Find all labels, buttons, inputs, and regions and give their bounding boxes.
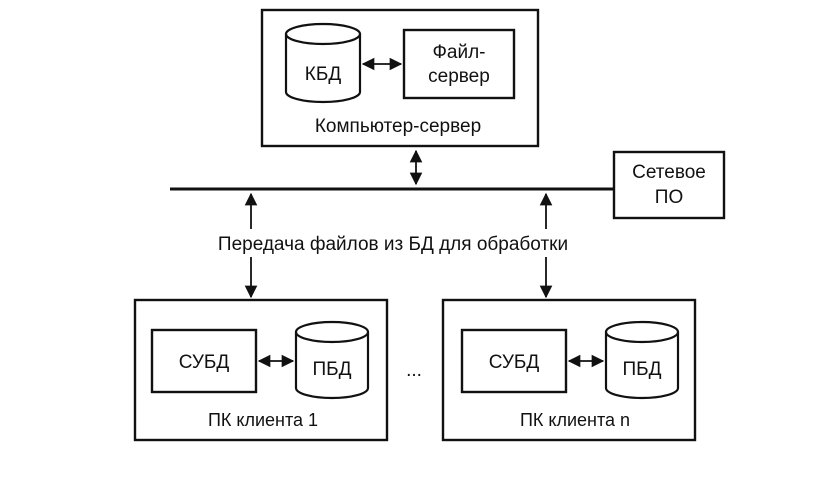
client-n-db-label: ПБД bbox=[623, 359, 662, 380]
server-computer: КБД Файл- сервер Компьютер-сервер bbox=[260, 8, 540, 148]
client-1-dbms-label: СУБД bbox=[179, 352, 230, 373]
client-1-dbms-box bbox=[150, 328, 258, 394]
transfer-label: Передача файлов из БД для обработки bbox=[218, 234, 568, 255]
file-server-label-line2: сервер bbox=[428, 66, 490, 87]
file-server: Файл- сервер bbox=[402, 28, 516, 100]
client-n-dbms-box bbox=[460, 328, 568, 394]
network-software-label-line2: ПО bbox=[655, 187, 683, 208]
client-1-db-cylinder: ПБД bbox=[294, 320, 370, 400]
network-software-label-line1: Сетевое bbox=[632, 162, 706, 183]
file-server-label-line1: Файл- bbox=[432, 42, 485, 63]
central-db-cylinder: КБД bbox=[284, 22, 362, 104]
network-software: Сетевое ПО bbox=[612, 150, 726, 220]
client-1-label: ПК клиента 1 bbox=[208, 410, 318, 430]
client-1-db-label: ПБД bbox=[313, 359, 352, 380]
server-label: Компьютер-сервер bbox=[315, 116, 481, 137]
central-db-label: КБД bbox=[305, 64, 342, 85]
ellipsis: ... bbox=[406, 360, 422, 381]
client-n-label: ПК клиента n bbox=[520, 410, 630, 430]
client-1: СУБД ПБД ПК клиента 1 bbox=[133, 298, 389, 442]
transfer-label-bg bbox=[200, 229, 586, 257]
file-server-box bbox=[402, 28, 516, 100]
network-software-box bbox=[612, 150, 726, 220]
client-n-db-cylinder: ПБД bbox=[604, 320, 680, 400]
client-n: СУБД ПБД ПК клиента n bbox=[441, 298, 697, 442]
client-n-dbms-label: СУБД bbox=[489, 352, 540, 373]
